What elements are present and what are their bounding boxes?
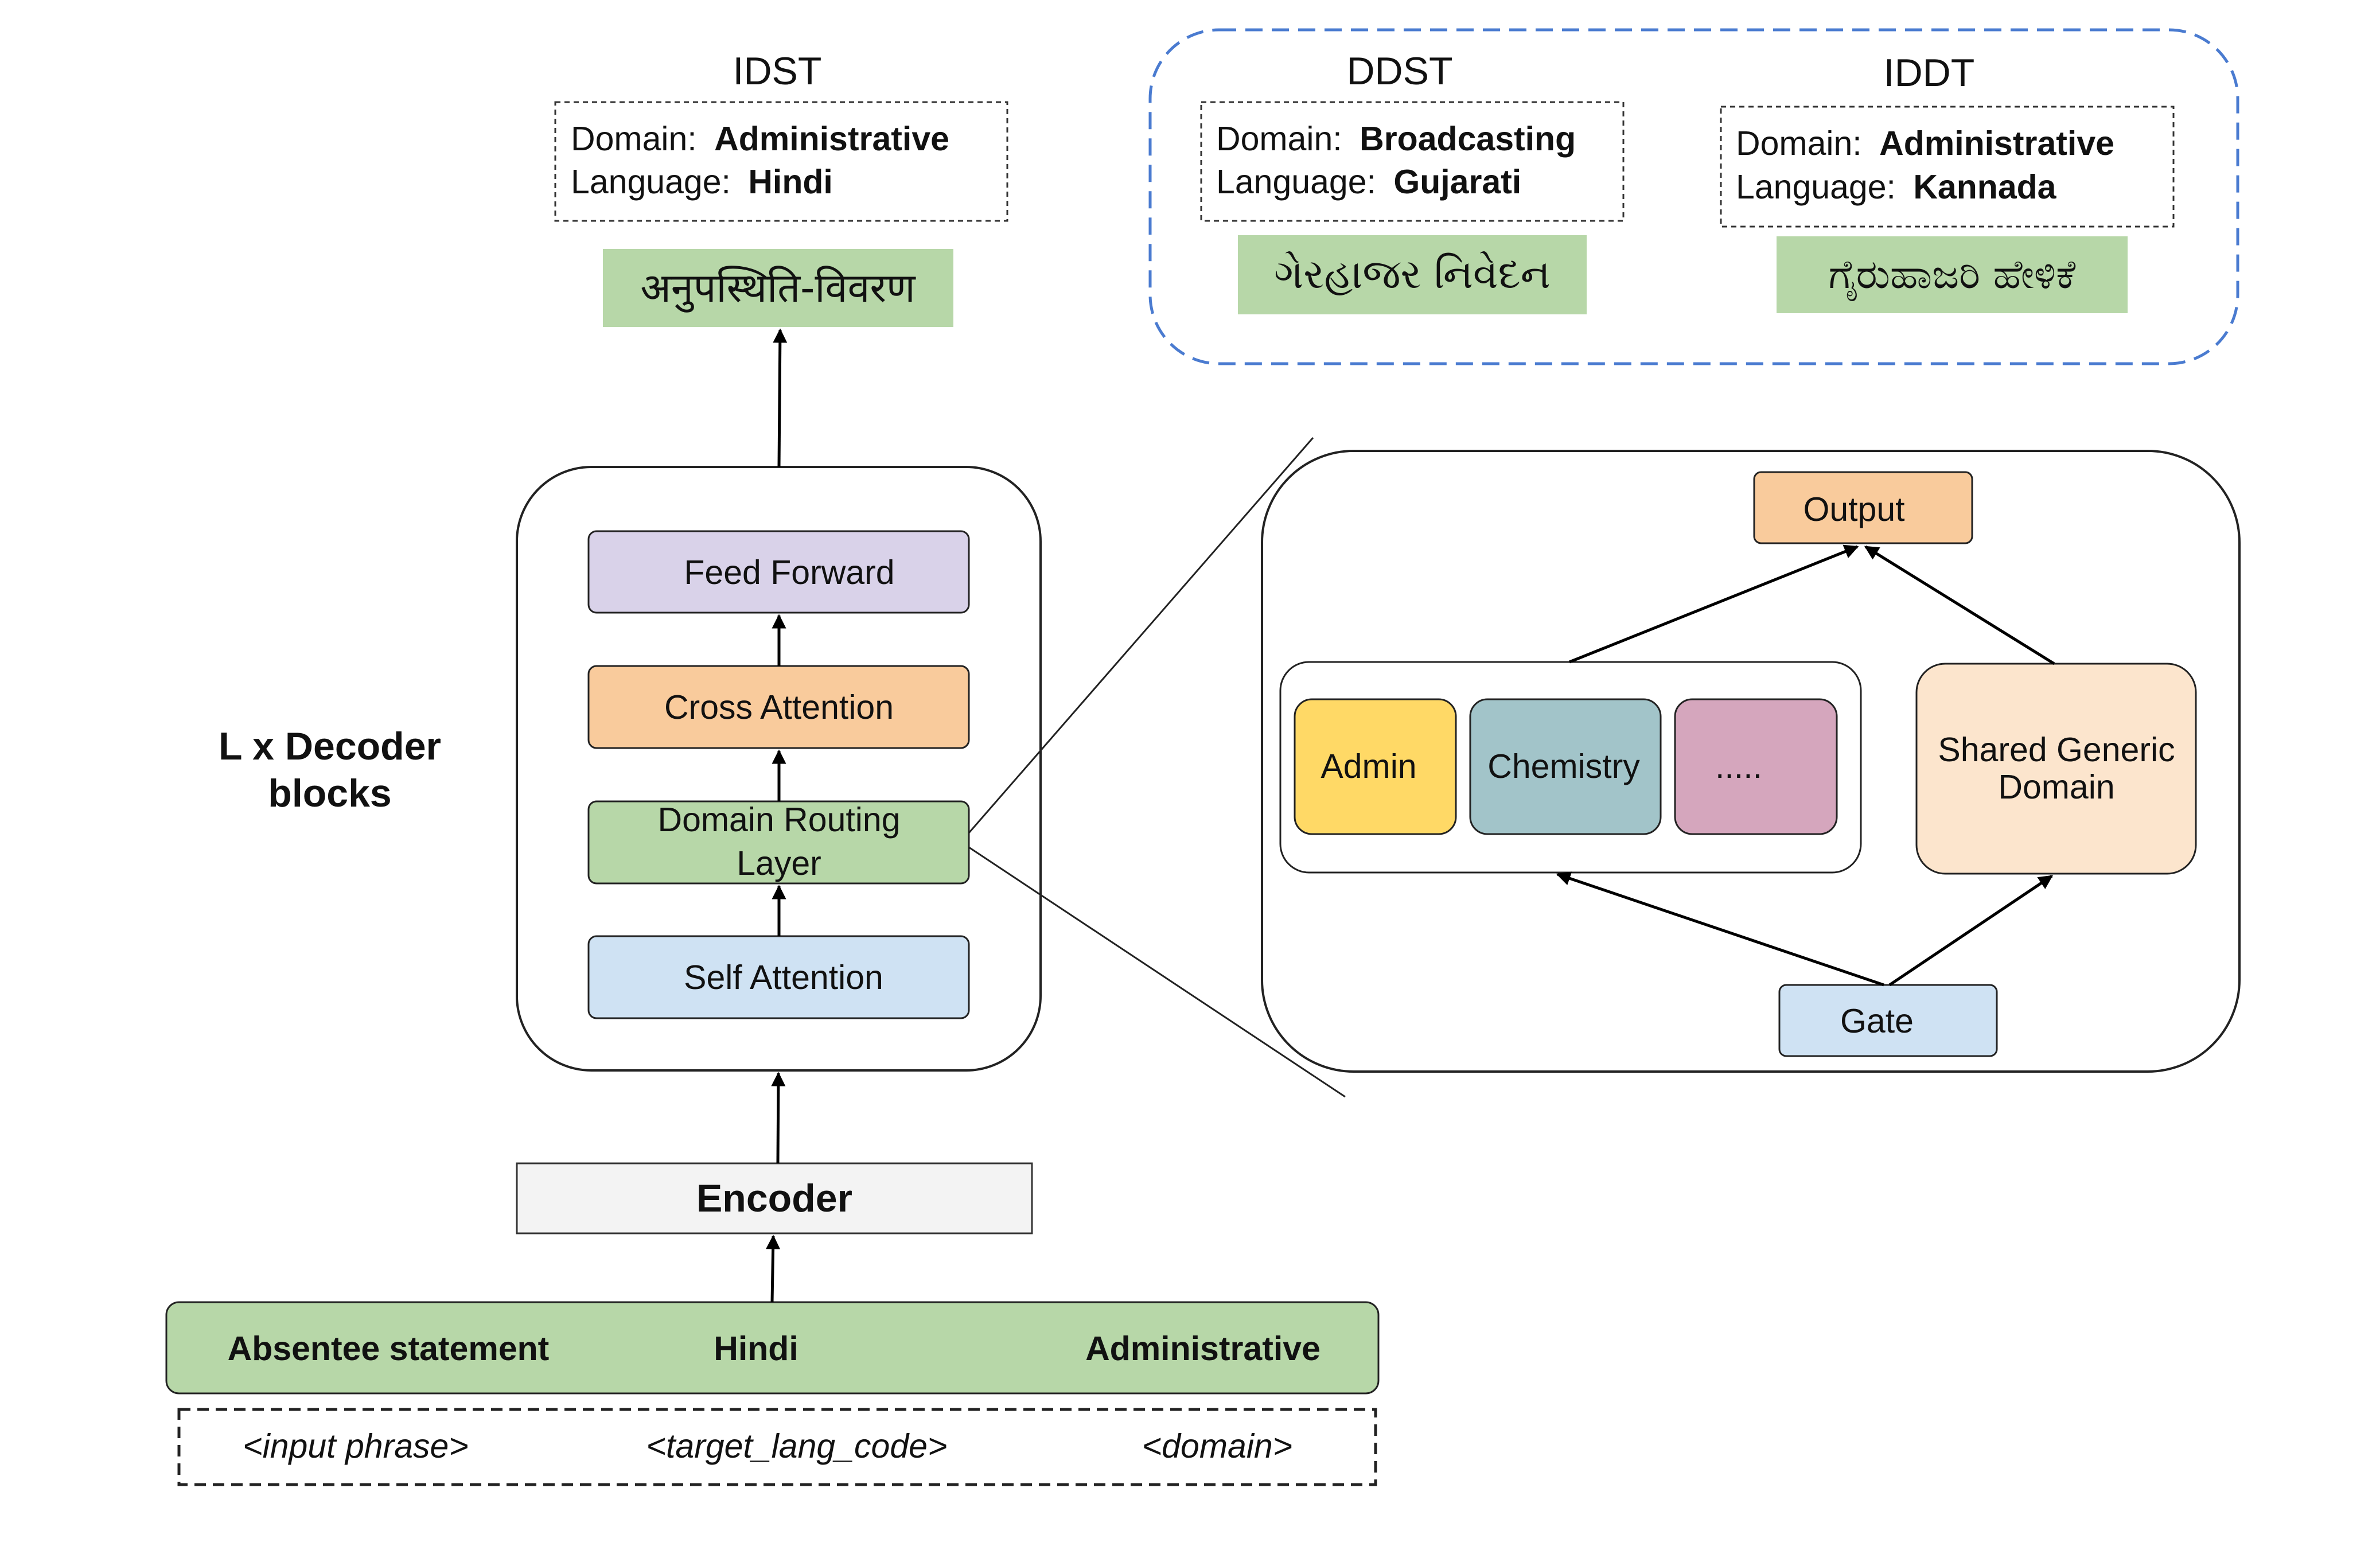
input-domain-hint: <domain> bbox=[1142, 1427, 1292, 1465]
idst-language-label: Language: bbox=[571, 163, 731, 201]
zoom-line-top bbox=[968, 437, 1314, 834]
ddst-language-line: Language: Gujarati bbox=[1216, 163, 1521, 201]
encoder-box bbox=[516, 1162, 1033, 1234]
ddst-language-label: Language: bbox=[1216, 163, 1376, 201]
domain-routing-label-line2: Layer bbox=[737, 844, 821, 882]
iddt-language-label: Language: bbox=[1736, 168, 1896, 206]
input-phrase: Absentee statement bbox=[228, 1330, 550, 1368]
iddt-output-text: ಗೈರುಹಾಜರಿ ಹೇಳಿಕೆ bbox=[1829, 251, 2076, 301]
idst-domain-line: Domain: Administrative bbox=[571, 120, 949, 158]
iddt-target: IDDT Domain: Administrative Language: Ka… bbox=[1720, 51, 2175, 313]
iddt-info-box bbox=[1720, 106, 2175, 228]
shared-generic-domain-box bbox=[1915, 663, 2197, 875]
zoom-line-bottom bbox=[968, 846, 1346, 1098]
encoder-label: Encoder bbox=[696, 1177, 852, 1220]
idst-output-box bbox=[603, 249, 953, 327]
routing-output-box bbox=[1753, 471, 1973, 544]
shared-generic-label-line1: Shared Generic bbox=[1938, 731, 2175, 769]
iddt-language-line: Language: Kannada bbox=[1736, 168, 2057, 206]
shared-generic-label-line2: Domain bbox=[1998, 768, 2114, 806]
input-hint-box bbox=[177, 1408, 1377, 1486]
ddst-title: DDST bbox=[1346, 49, 1452, 93]
idst-language-value: Hindi bbox=[748, 163, 832, 201]
ddst-info-box bbox=[1200, 101, 1625, 222]
cross-attention-label: Cross Attention bbox=[664, 688, 894, 726]
iddt-title: IDDT bbox=[1884, 51, 1975, 95]
iddt-domain-value: Administrative bbox=[1879, 124, 2114, 162]
arrow-gate-to-experts bbox=[1556, 871, 1884, 987]
idst-language-line: Language: Hindi bbox=[571, 163, 833, 201]
ddst-target: DDST Domain: Broadcasting Language: Guja… bbox=[1200, 49, 1625, 314]
expert-admin-label: Admin bbox=[1321, 747, 1416, 785]
expert-more-label: ..... bbox=[1715, 747, 1762, 785]
input-lang-hint: <target_lang_code> bbox=[646, 1427, 948, 1465]
gate-box bbox=[1778, 984, 1998, 1057]
arrow-experts-to-output bbox=[1569, 544, 1859, 664]
ddst-output-text: ગેરહાજર નિવેદન bbox=[1274, 251, 1551, 298]
ddst-domain-line: Domain: Broadcasting bbox=[1216, 120, 1576, 158]
expert-admin-box bbox=[1294, 698, 1457, 835]
iddt-domain-line: Domain: Administrative bbox=[1736, 124, 2114, 162]
feed-forward-box bbox=[587, 530, 970, 614]
self-attention-label: Self Attention bbox=[684, 959, 883, 996]
expert-chemistry-box bbox=[1469, 698, 1662, 835]
gate-label: Gate bbox=[1840, 1002, 1914, 1040]
decoder-block: L x Decoder blocks Feed Forward Cross At… bbox=[219, 466, 1042, 1072]
ddst-output-box bbox=[1238, 235, 1587, 314]
expert-more-box bbox=[1674, 698, 1838, 835]
routing-output-label: Output bbox=[1803, 490, 1904, 528]
feed-forward-label: Feed Forward bbox=[684, 554, 894, 591]
arrow-decoder-to-output bbox=[773, 328, 788, 468]
decoder-caption-line2: blocks bbox=[268, 772, 391, 815]
input-phrase-hint: <input phrase> bbox=[243, 1427, 469, 1465]
idst-domain-label: Domain: bbox=[571, 120, 697, 158]
domain-routing-label-line1: Domain Routing bbox=[657, 801, 900, 839]
ddst-domain-value: Broadcasting bbox=[1360, 120, 1576, 158]
idst-title: IDST bbox=[733, 49, 822, 93]
input-lang: Hindi bbox=[714, 1330, 798, 1368]
ddst-domain-label: Domain: bbox=[1216, 120, 1342, 158]
ddst-language-value: Gujarati bbox=[1393, 163, 1521, 201]
routing-detail: Output Admin Chemistry ..... Shared Gene… bbox=[1261, 450, 2241, 1073]
arrow-shared-to-output bbox=[1864, 545, 2055, 665]
arrow-input-to-encoder bbox=[766, 1234, 781, 1303]
decoder-caption-line1: L x Decoder bbox=[219, 725, 441, 768]
dd-target-group-frame bbox=[1148, 28, 2239, 365]
idst-target: IDST Domain: Administrative Language: Hi… bbox=[554, 49, 1008, 327]
iddt-output-box bbox=[1777, 236, 2128, 313]
expert-chemistry-label: Chemistry bbox=[1487, 747, 1640, 785]
idst-domain-value: Administrative bbox=[714, 120, 949, 158]
iddt-domain-label: Domain: bbox=[1736, 124, 1862, 162]
iddt-language-value: Kannada bbox=[1913, 168, 2056, 206]
input-domain: Administrative bbox=[1085, 1330, 1321, 1368]
arrow-gate-to-shared bbox=[1888, 874, 2054, 987]
idst-output-text: अनुपस्थिति-विवरण bbox=[640, 264, 916, 313]
